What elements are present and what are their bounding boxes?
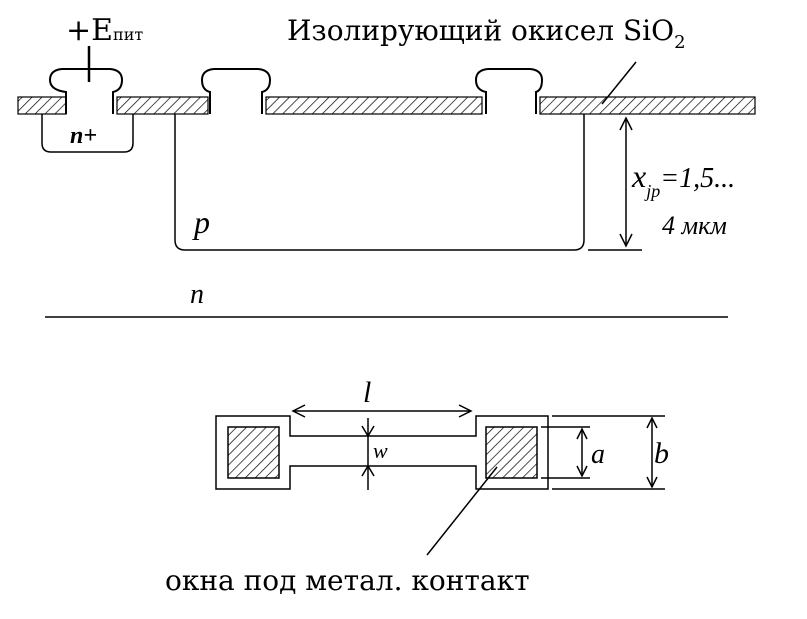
n-plus-region (41, 114, 134, 153)
supply-label-main: +E (66, 13, 113, 48)
metal-contact-left (200, 68, 272, 114)
metal-contact-n-plus (48, 68, 124, 114)
oxide-label-sub: 2 (674, 32, 685, 53)
metal-contact-right (474, 68, 544, 114)
depth-label-sub: jp (644, 181, 660, 201)
region-p-label: p (192, 204, 210, 240)
contact-leader-line (426, 466, 498, 556)
top-view: l w a b окна под метал. контакт (165, 376, 669, 597)
depth-label-value: =1,5... (660, 163, 735, 194)
cross-section: +Eпит Изолирующий окисел SiO2 n+ p n xjp… (17, 13, 756, 318)
width-label: w (373, 438, 388, 463)
pad-size-dimension (552, 415, 665, 490)
supply-label: +Eпит (66, 13, 143, 48)
oxide-leader-line (601, 61, 637, 105)
window-size-label: a (591, 439, 605, 470)
depth-label: xjp=1,5... (631, 158, 735, 201)
depth-unit-label: 4 мкм (662, 211, 727, 240)
pad-size-label: b (654, 437, 669, 470)
oxide-label: Изолирующий окисел SiO2 (287, 14, 686, 53)
length-label: l (363, 376, 371, 409)
width-dimension (361, 418, 375, 490)
depth-label-prefix: x (631, 158, 646, 194)
contact-windows-label: окна под метал. контакт (165, 564, 530, 597)
oxide-label-main: Изолирующий окисел SiO (287, 14, 674, 47)
contact-window-left (227, 426, 280, 479)
depth-dimension (588, 116, 642, 251)
oxide-layer (17, 96, 756, 115)
p-region (174, 114, 585, 251)
contact-window-right (485, 426, 538, 479)
region-n-label: n (190, 279, 204, 310)
supply-label-sub: пит (113, 25, 143, 44)
resistor-outline (215, 415, 549, 490)
window-size-dimension (541, 426, 590, 479)
region-n-plus-label: n+ (70, 123, 97, 149)
length-dimension (291, 404, 473, 418)
